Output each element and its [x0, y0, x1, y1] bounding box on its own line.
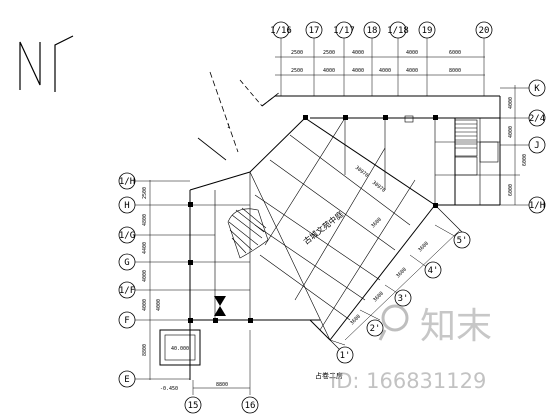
dimension-text: 3600 [395, 267, 408, 280]
axis-label: J [534, 141, 539, 151]
axis-label: 3' [398, 294, 409, 304]
dimension-text: 2500 [323, 50, 335, 56]
column-markers [188, 115, 438, 323]
dimension-text: 4000 [379, 68, 391, 74]
dimension-text: 3600 [370, 217, 383, 230]
watermark-logo-text: 知末 [420, 306, 492, 347]
dimension-text: 3600 [349, 314, 362, 327]
watermark-id: ID: 166831129 [330, 369, 486, 393]
building-outline [150, 95, 501, 380]
axis-label: 1/18 [387, 26, 409, 36]
axis-label: H [124, 201, 129, 211]
dimension-text: 2500 [291, 68, 303, 74]
axis-label: 1/F [119, 286, 135, 296]
dimension-text: 4000 [508, 126, 514, 138]
dimension-text: 4800 [142, 214, 148, 226]
dimension-text: 8800 [142, 344, 148, 356]
axis-label: 1' [340, 351, 351, 361]
staircase-left [227, 207, 269, 259]
room-label: 古城文苑中庭 [301, 209, 345, 246]
left-dimension-lines [133, 180, 190, 380]
dimension-text: 4400 [142, 242, 148, 254]
watermark-logo-icon [378, 304, 409, 341]
dimension-text: 30970 [371, 180, 387, 194]
axis-label: 4' [428, 266, 439, 276]
top-dimension-lines [275, 38, 485, 96]
axis-label: 15 [188, 401, 199, 411]
top-axis-bubbles [272, 21, 493, 39]
dimension-text: 4000 [352, 50, 364, 56]
axis-label: 16 [245, 401, 256, 411]
dimension-text: 3600 [372, 291, 385, 304]
dimension-text: 6000 [449, 50, 461, 56]
axis-label: 1/H [529, 201, 545, 211]
axis-label: 2/4 [529, 114, 545, 124]
dimension-text: 4000 [406, 68, 418, 74]
dimension-text: 4000 [352, 68, 364, 74]
diagonal-axis-bubbles [336, 231, 471, 364]
bottom-room-label: 占卷二房 [315, 371, 343, 380]
dimension-text: 6000 [508, 184, 514, 196]
axis-label: 18 [367, 26, 378, 36]
left-axis-bubbles [118, 172, 136, 388]
bottom-dimension-lines [192, 330, 251, 395]
dimension-text: 8800 [216, 382, 228, 388]
upper-left-dashed-edge [239, 79, 281, 107]
axis-label: 17 [309, 26, 320, 36]
bottom-axis-bubbles [184, 396, 259, 414]
axis-label: 1/16 [270, 26, 292, 36]
axis-label: 1/G [119, 231, 135, 241]
dimension-text: 4000 [406, 50, 418, 56]
dimension-text: 4000 [142, 270, 148, 282]
right-dimension-lines [500, 85, 530, 206]
axis-label: E [124, 375, 129, 385]
dimension-text: 6000 [522, 154, 528, 166]
elevation-label: 40.000 [171, 346, 189, 352]
dimension-text: 8000 [449, 68, 461, 74]
axis-label: 1/H [119, 177, 135, 187]
axis-label: F [124, 316, 129, 326]
axis-label: 5' [457, 236, 468, 246]
axis-label: 1/17 [333, 26, 355, 36]
dimension-text: 2500 [142, 187, 148, 199]
dimension-text: 3600 [417, 241, 430, 254]
section-cut-label: 1 [227, 124, 230, 130]
axis-label: 20 [479, 26, 490, 36]
level-label: -0.450 [160, 386, 178, 392]
dimension-text: 4000 [323, 68, 335, 74]
right-axis-bubbles [528, 79, 546, 214]
axis-label: 2' [370, 324, 381, 334]
dimension-text: 4000 [142, 299, 148, 311]
dimension-text: 30970 [354, 165, 370, 179]
axis-label: G [124, 258, 129, 268]
section-cut-marker [197, 71, 239, 161]
axis-label: 19 [422, 26, 433, 36]
north-arrow-icon [19, 35, 74, 92]
dimension-text: 2500 [291, 50, 303, 56]
dimension-text: 4000 [156, 299, 162, 311]
dimension-text: 4000 [508, 97, 514, 109]
staircase-right [454, 119, 499, 176]
axis-label: K [534, 84, 540, 94]
